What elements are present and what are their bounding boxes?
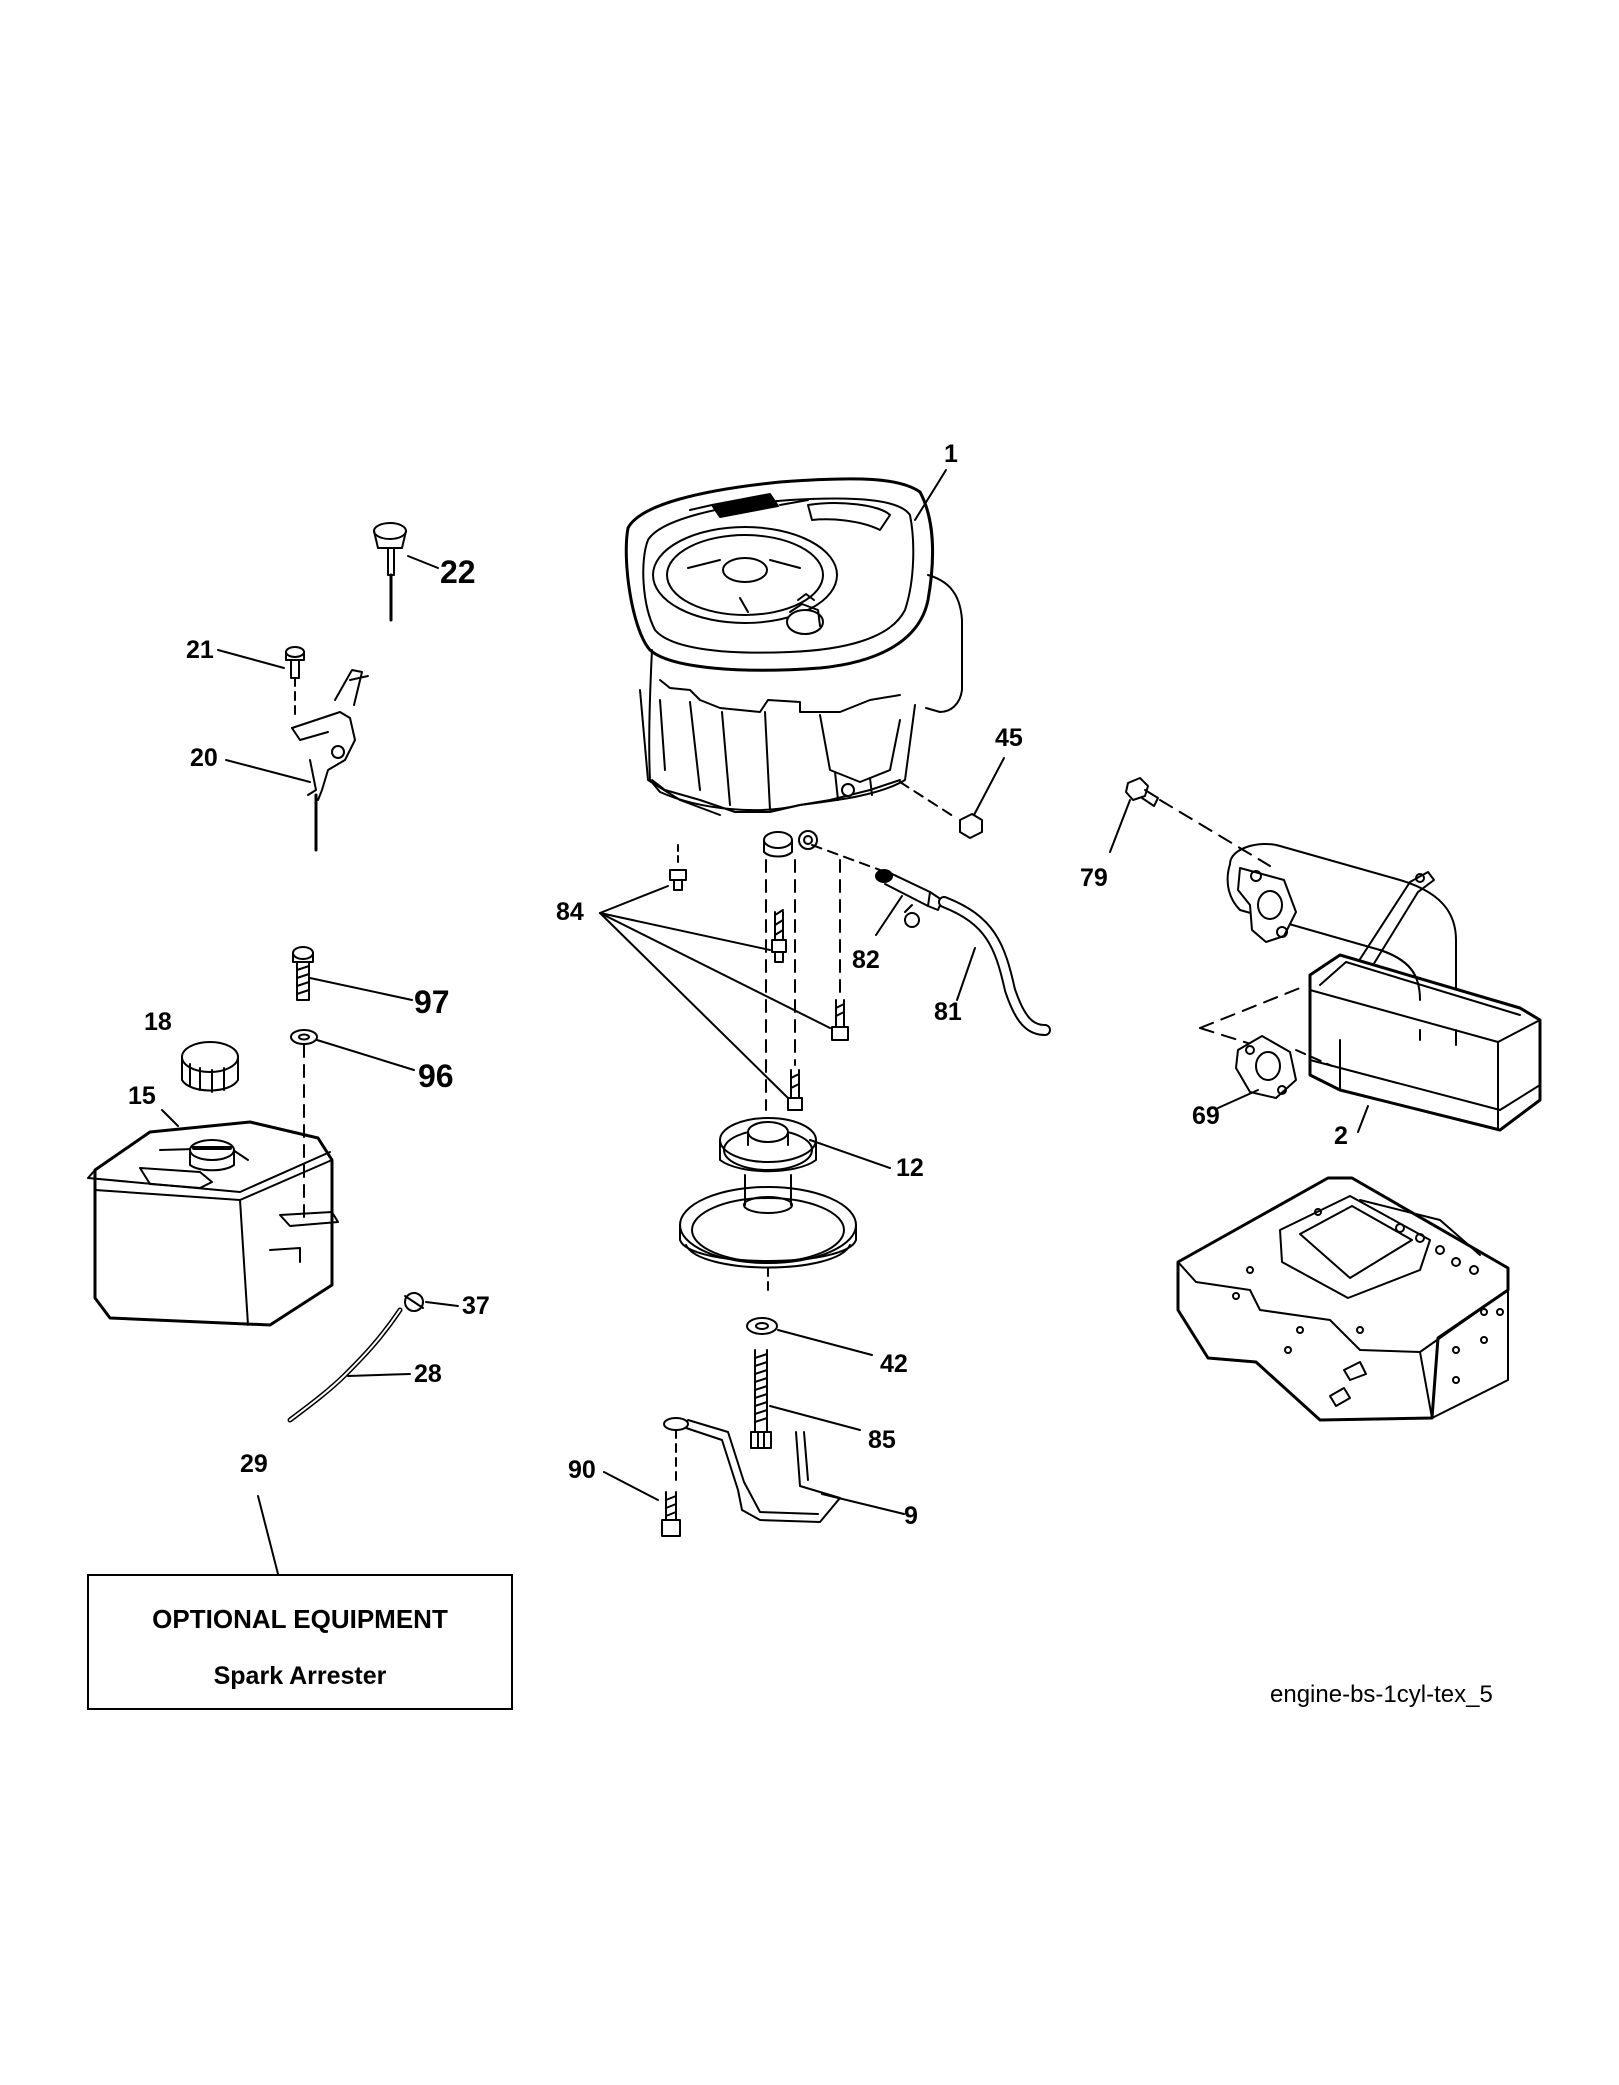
breather-hose-81 (944, 902, 1045, 1030)
spark-arrester-label: Spark Arrester (213, 1662, 387, 1690)
leader-lines (162, 470, 1368, 1574)
bracket-9 (664, 1418, 840, 1522)
pulley-12 (680, 1118, 856, 1290)
label-part-85: 85 (868, 1426, 896, 1454)
nut-45 (900, 782, 982, 838)
label-part-1: 1 (944, 440, 958, 468)
engine-mounting-plate (1178, 1178, 1508, 1420)
label-part-81: 81 (934, 998, 962, 1026)
label-part-29: 29 (240, 1450, 268, 1478)
label-part-69: 69 (1192, 1102, 1220, 1130)
label-part-45: 45 (995, 724, 1023, 752)
label-part-97: 97 (414, 984, 450, 1020)
label-part-37: 37 (462, 1292, 490, 1320)
muffler-2 (1228, 844, 1540, 1130)
label-part-2: 2 (1334, 1122, 1348, 1150)
gasket-69 (1200, 988, 1332, 1098)
label-part-42: 42 (880, 1350, 908, 1378)
screw-21 (286, 647, 304, 720)
throttle-control (292, 670, 368, 850)
washer-42 (747, 1318, 777, 1334)
label-part-15: 15 (128, 1082, 156, 1110)
label-part-18: 18 (144, 1008, 172, 1036)
engine-assembly (626, 479, 962, 857)
fitting-82 (812, 845, 942, 927)
screw-79 (1126, 778, 1270, 866)
label-part-79: 79 (1080, 864, 1108, 892)
label-part-21: 21 (186, 636, 214, 664)
bolt-90 (662, 1492, 680, 1536)
label-part-9: 9 (904, 1502, 918, 1530)
fuel-line (290, 1310, 400, 1420)
label-part-22: 22 (440, 554, 476, 590)
bolt-85 (751, 1350, 771, 1448)
label-part-20: 20 (190, 744, 218, 772)
hose-clamp (405, 1293, 423, 1311)
label-part-96: 96 (418, 1058, 454, 1094)
label-part-28: 28 (414, 1360, 442, 1388)
fuel-tank (88, 1122, 338, 1325)
label-part-12: 12 (896, 1154, 924, 1182)
diagram-reference-code: engine-bs-1cyl-tex_5 (1270, 1681, 1493, 1708)
bolt-84d (788, 860, 802, 1110)
bolt-84b (772, 910, 786, 962)
fuel-cap (182, 1042, 238, 1092)
label-part-90: 90 (568, 1456, 596, 1484)
bolt-84a (670, 845, 686, 890)
screw-97 (293, 947, 313, 1000)
bolt-84c (832, 860, 848, 1040)
label-part-82: 82 (852, 946, 880, 974)
optional-equipment-title: OPTIONAL EQUIPMENT (152, 1604, 448, 1634)
optional-equipment-box: OPTIONAL EQUIPMENT Spark Arrester (87, 1574, 513, 1710)
label-part-84: 84 (556, 898, 584, 926)
throttle-knob (374, 523, 406, 620)
washer-96 (291, 1030, 317, 1044)
